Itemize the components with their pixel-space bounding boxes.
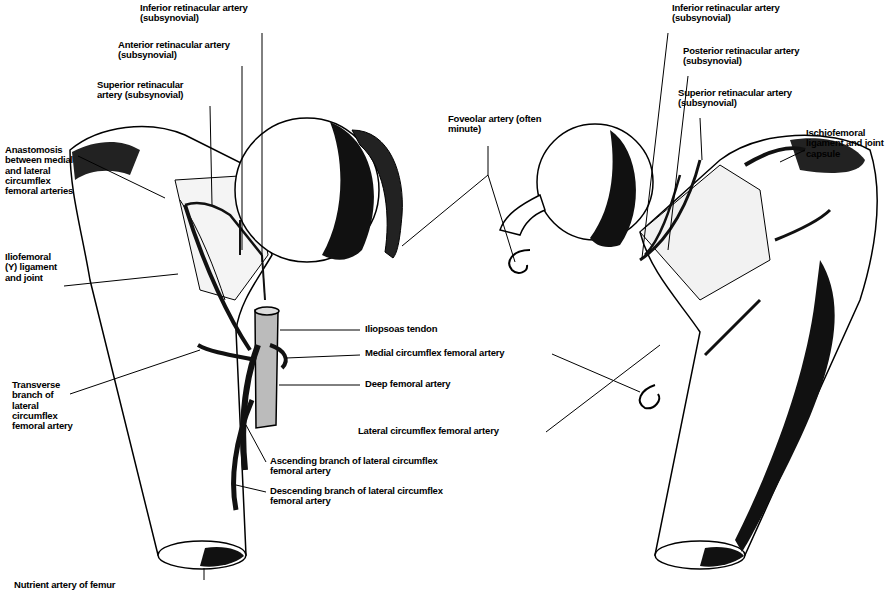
part-label: Foveolar artery (often minute)	[448, 114, 558, 135]
part-label: Inferior retinacular artery (subsynovial…	[672, 3, 797, 24]
part-label: Ascending branch of lateral circumflex f…	[270, 456, 450, 477]
part-label: Iliofemoral (Y) ligament and joint	[5, 252, 63, 283]
part-label: Deep femoral artery	[365, 379, 515, 389]
part-label: Nutrient artery of femur	[14, 580, 194, 590]
part-label: Superior retinacular artery (subsynovial…	[678, 88, 803, 109]
part-label: Anastomosis between medial and lateral c…	[5, 145, 75, 196]
part-label: Lateral circumflex femoral artery	[358, 426, 543, 436]
part-label: Medial circumflex femoral artery	[365, 348, 550, 358]
part-label: Descending branch of lateral circumflex …	[270, 486, 450, 507]
part-label: Transverse branch of lateral circumflex …	[12, 380, 74, 431]
part-label: Superior retinacular artery (subsynovial…	[97, 80, 209, 101]
posterior-femur	[500, 124, 877, 569]
part-label: Anterior retinacular artery (subsynovial…	[118, 40, 238, 61]
leader-lines	[64, 33, 805, 580]
part-label: Iliopsoas tendon	[365, 324, 515, 334]
part-label: Posterior retinacular artery (subsynovia…	[683, 46, 813, 67]
part-label: Inferior retinacular artery (subsynovial…	[140, 3, 260, 24]
anterior-femur	[70, 118, 402, 569]
part-label: Ischiofemoral ligament and joint capsule	[806, 128, 890, 159]
